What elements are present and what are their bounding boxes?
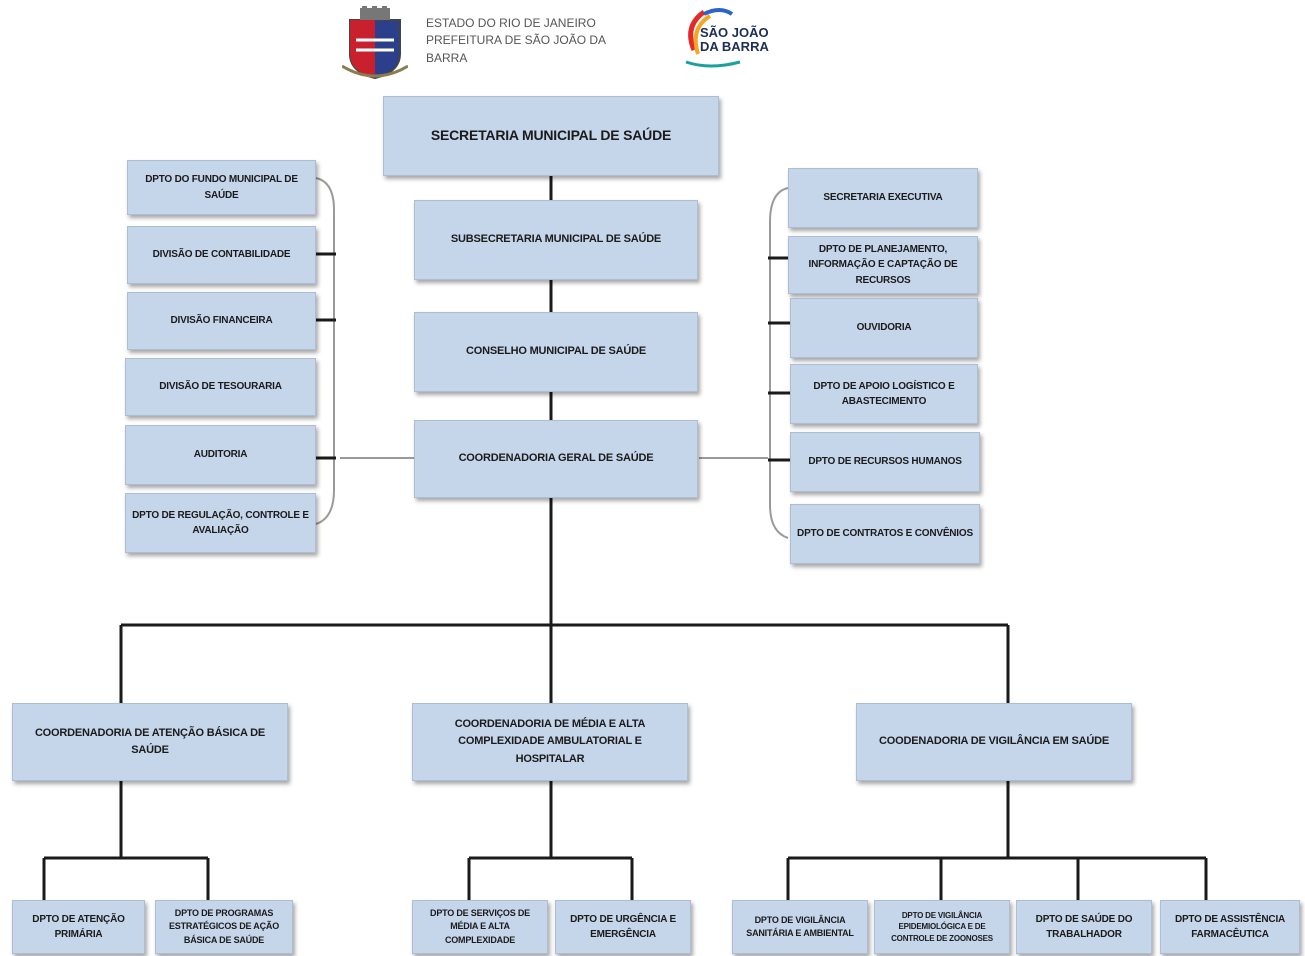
node-coord-media-alta: COORDENADORIA DE MÉDIA E ALTA COMPLEXIDA… bbox=[412, 703, 688, 781]
brace-ticks bbox=[316, 252, 790, 462]
node-coordenadoria-geral: COORDENADORIA GERAL DE SAÚDE bbox=[414, 420, 698, 498]
header-line-2: PREFEITURA DE SÃO JOÃO DA bbox=[426, 33, 607, 48]
logo-line-1: SÃO JOÃO bbox=[700, 25, 769, 40]
node-subsecretaria: SUBSECRETARIA MUNICIPAL DE SAÚDE bbox=[414, 200, 698, 280]
header-line-3: BARRA bbox=[426, 50, 468, 65]
side-connectors bbox=[315, 177, 789, 539]
node-dpto-regulacao: DPTO DE REGULAÇÃO, CONTROLE E AVALIAÇÃO bbox=[125, 493, 316, 553]
node-dpto-contratos: DPTO DE CONTRATOS E CONVÊNIOS bbox=[790, 504, 980, 564]
node-divisao-contabilidade: DIVISÃO DE CONTABILIDADE bbox=[127, 226, 316, 284]
sao-joao-da-barra-logo-mark bbox=[685, 8, 741, 68]
header-line-1: ESTADO DO RIO DE JANEIRO bbox=[426, 16, 596, 30]
node-ouvidoria: OUVIDORIA bbox=[790, 298, 978, 358]
logo-wordmark: SÃO JOÃO DA BARRA bbox=[700, 26, 769, 53]
header-institution-text: ESTADO DO RIO DE JANEIRO PREFEITURA DE S… bbox=[426, 15, 606, 67]
node-divisao-financeira: DIVISÃO FINANCEIRA bbox=[127, 292, 316, 350]
node-dpto-atencao-primaria: DPTO DE ATENÇÃO PRIMÁRIA bbox=[12, 900, 145, 954]
node-dpto-assistencia-farmaceutica: DPTO DE ASSISTÊNCIA FARMACÊUTICA bbox=[1160, 900, 1300, 954]
right-brace bbox=[769, 187, 789, 539]
node-dpto-recursos-humanos: DPTO DE RECURSOS HUMANOS bbox=[790, 432, 980, 492]
node-dpto-urgencia: DPTO DE URGÊNCIA E EMERGÊNCIA bbox=[555, 900, 691, 954]
connector-lines bbox=[42, 176, 1208, 900]
node-dpto-programas: DPTO DE PROGRAMAS ESTRATÉGICOS DE AÇÃO B… bbox=[155, 900, 293, 954]
node-dpto-vig-epidemiologica: DPTO DE VIGILÂNCIA EPIDEMIOLÓGICA E DE C… bbox=[874, 900, 1010, 954]
node-auditoria: AUDITORIA bbox=[125, 425, 316, 485]
node-dpto-vig-sanitaria: DPTO DE VIGILÂNCIA SANITÁRIA E AMBIENTAL bbox=[732, 900, 868, 954]
left-brace bbox=[315, 177, 335, 525]
node-dpto-planejamento: DPTO DE PLANEJAMENTO, INFORMAÇÃO E CAPTA… bbox=[788, 236, 978, 294]
node-dpto-apoio-logistico: DPTO DE APOIO LOGÍSTICO E ABASTECIMENTO bbox=[790, 364, 978, 424]
logo-line-2: DA BARRA bbox=[700, 38, 769, 54]
node-dpto-servicos: DPTO DE SERVIÇOS DE MÉDIA E ALTA COMPLEX… bbox=[412, 900, 548, 954]
municipal-crest-logo bbox=[342, 6, 408, 80]
node-divisao-tesouraria: DIVISÃO DE TESOURARIA bbox=[125, 358, 316, 416]
node-conselho: CONSELHO MUNICIPAL DE SAÚDE bbox=[414, 312, 698, 392]
node-secretaria-municipal: SECRETARIA MUNICIPAL DE SAÚDE bbox=[383, 96, 719, 176]
node-secretaria-executiva: SECRETARIA EXECUTIVA bbox=[788, 168, 978, 228]
node-dpto-saude-trabalhador: DPTO DE SAÚDE DO TRABALHADOR bbox=[1016, 900, 1152, 954]
node-coord-atencao-basica: COORDENADORIA DE ATENÇÃO BÁSICA DE SAÚDE bbox=[12, 703, 288, 781]
node-coord-vigilancia: COODENADORIA DE VIGILÂNCIA EM SAÚDE bbox=[856, 703, 1132, 781]
node-dpto-fundo-municipal: DPTO DO FUNDO MUNICIPAL DE SAÚDE bbox=[127, 160, 316, 215]
